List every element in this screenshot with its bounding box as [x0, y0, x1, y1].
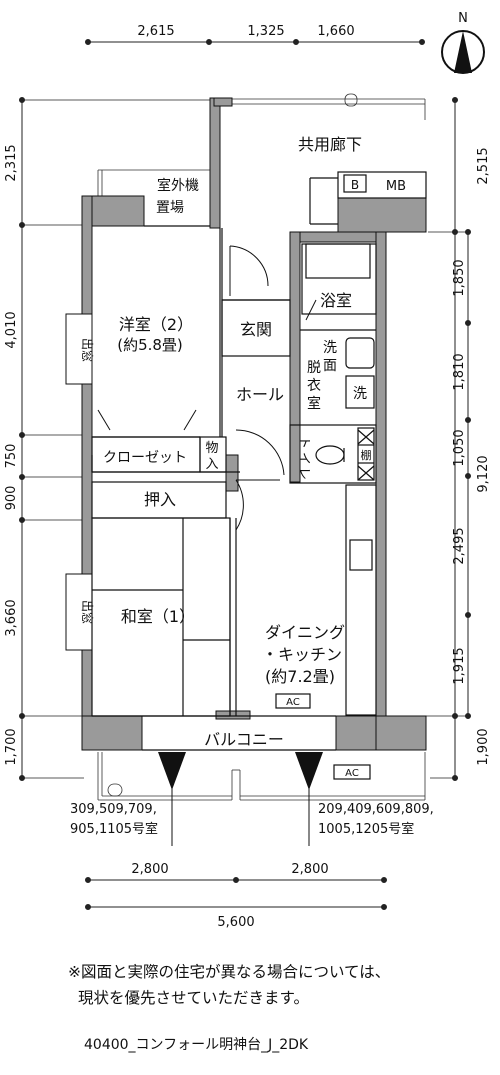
label-ac-unit-1: 室外機 [157, 177, 199, 194]
label-washer: 洗 [353, 386, 367, 402]
north-label: N [458, 11, 468, 26]
label-wash-5: 室 [307, 395, 321, 412]
dim-right-7: 1,900 [476, 728, 491, 765]
north-arrow: N [441, 11, 485, 74]
label-bay-window-2: 出窓 [80, 600, 95, 624]
dim-left-3: 750 [4, 444, 19, 469]
dim-bottom-1: 2,800 [131, 862, 168, 877]
label-bay-window-1: 出窓 [80, 338, 95, 362]
dimension-lines [19, 39, 471, 910]
label-entrance: 玄関 [240, 320, 272, 339]
dim-left-2: 4,010 [4, 311, 19, 348]
dim-right-6: 1,915 [452, 647, 467, 684]
room-labels: 共用廊下 室外機 置場 B MB 洋室（2） (約5.8畳) 玄関 浴室 洗 面… [80, 135, 406, 779]
label-closet: クローゼット [103, 450, 187, 466]
label-storage-2: 入 [205, 457, 218, 472]
label-ac-1: AC [286, 697, 300, 708]
label-ac-unit-2: 置場 [156, 200, 184, 216]
door-swings [97, 245, 317, 531]
dimension-labels: 2,615 1,325 1,660 2,315 4,010 750 900 3,… [4, 24, 491, 930]
disclaimer-line-2: 現状を優先させていただきます。 [78, 989, 309, 1007]
label-balcony: バルコニー [204, 730, 284, 749]
label-toilet-3: レ [296, 467, 311, 480]
plan-filename: 40400_コンフォール明神台_J_2DK [84, 1037, 309, 1053]
label-wash-4: 衣 [307, 378, 321, 394]
dim-left-5: 3,660 [4, 599, 19, 636]
disclaimer-line-1: ※図面と実際の住宅が異なる場合については、 [68, 963, 391, 981]
floor-plan: 2,615 1,325 1,660 2,315 4,010 750 900 3,… [4, 11, 491, 930]
dim-bottom-total: 5,600 [217, 915, 254, 930]
label-bath: 浴室 [320, 291, 352, 310]
interior-lines [91, 171, 427, 780]
unit-pointers [158, 752, 323, 846]
dim-left-6: 1,700 [4, 728, 19, 765]
dim-right-3: 1,810 [452, 353, 467, 390]
label-corridor: 共用廊下 [298, 135, 362, 154]
dim-right-total: 9,120 [476, 455, 491, 492]
label-wash-1: 洗 [323, 340, 337, 356]
dim-left-4: 900 [4, 486, 19, 511]
dim-top-3: 1,660 [317, 24, 354, 39]
label-hall: ホール [236, 385, 284, 404]
label-ac-2: AC [345, 768, 359, 779]
dim-right-5: 2,495 [452, 527, 467, 564]
label-shelf: 棚 [361, 448, 372, 462]
unit-labels: 309,509,709, 905,1105号室 209,409,609,809,… [70, 802, 434, 837]
label-dk-2: ・キッチン [262, 645, 342, 664]
label-toilet-2: イ [296, 452, 311, 465]
dim-right-4: 1,050 [452, 429, 467, 466]
dim-bottom-2: 2,800 [291, 862, 328, 877]
dim-right-1: 2,515 [476, 147, 491, 184]
units-right-line-1: 209,409,609,809, [318, 802, 434, 817]
label-toilet-1: ト [296, 436, 311, 449]
label-storage-1: 物 [205, 441, 218, 456]
label-wash-2: 面 [323, 358, 337, 374]
dim-top-2: 1,325 [247, 24, 284, 39]
label-western-size: (約5.8畳) [117, 336, 183, 354]
label-western-room: 洋室（2） [119, 315, 193, 334]
railings [97, 93, 426, 801]
label-dk-3: (約7.2畳) [265, 667, 335, 686]
units-left-line-2: 905,1105号室 [70, 821, 158, 837]
dim-top-1: 2,615 [137, 24, 174, 39]
dim-right-2: 1,850 [452, 259, 467, 296]
label-japanese-room: 和室（1） [121, 607, 195, 626]
label-oshiire: 押入 [144, 490, 176, 509]
units-left-line-1: 309,509,709, [70, 802, 157, 817]
label-wash-3: 脱 [307, 360, 321, 376]
dim-left-1: 2,315 [4, 144, 19, 181]
label-mb: MB [386, 179, 406, 194]
units-right-line-2: 1005,1205号室 [318, 821, 414, 837]
label-dk-1: ダイニング [265, 623, 345, 642]
label-mb-b: B [351, 178, 359, 192]
disclaimer-note: ※図面と実際の住宅が異なる場合については、 現状を優先させていただきます。 [68, 959, 390, 1011]
